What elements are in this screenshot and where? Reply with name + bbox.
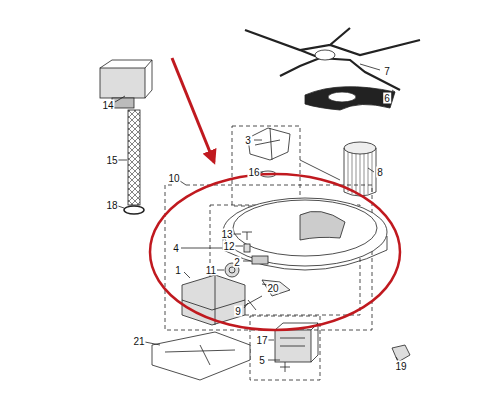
callout-number: 18: [105, 200, 118, 211]
callout-number: 14: [101, 100, 114, 111]
callout-number: 16: [247, 167, 260, 178]
callout-number: 13: [220, 229, 233, 240]
callout-number: 17: [255, 335, 268, 346]
callout-number: 11: [205, 265, 217, 276]
callout-number: 6: [383, 93, 391, 104]
callout-number: 8: [376, 167, 384, 178]
callout-number: 19: [394, 361, 407, 372]
callout-number: 7: [383, 66, 391, 77]
callout-number: 4: [172, 243, 180, 254]
callout-number: 21: [132, 336, 145, 347]
callout-number: 2: [233, 257, 241, 268]
callout-number: 15: [105, 155, 118, 166]
callout-number: 3: [244, 135, 252, 146]
callout-number: 12: [222, 241, 235, 252]
callout-number: 20: [266, 283, 279, 294]
callout-number: 5: [258, 355, 266, 366]
callout-number: 1: [174, 265, 182, 276]
callout-number: 9: [234, 306, 242, 317]
callout-number: 10: [167, 173, 180, 184]
